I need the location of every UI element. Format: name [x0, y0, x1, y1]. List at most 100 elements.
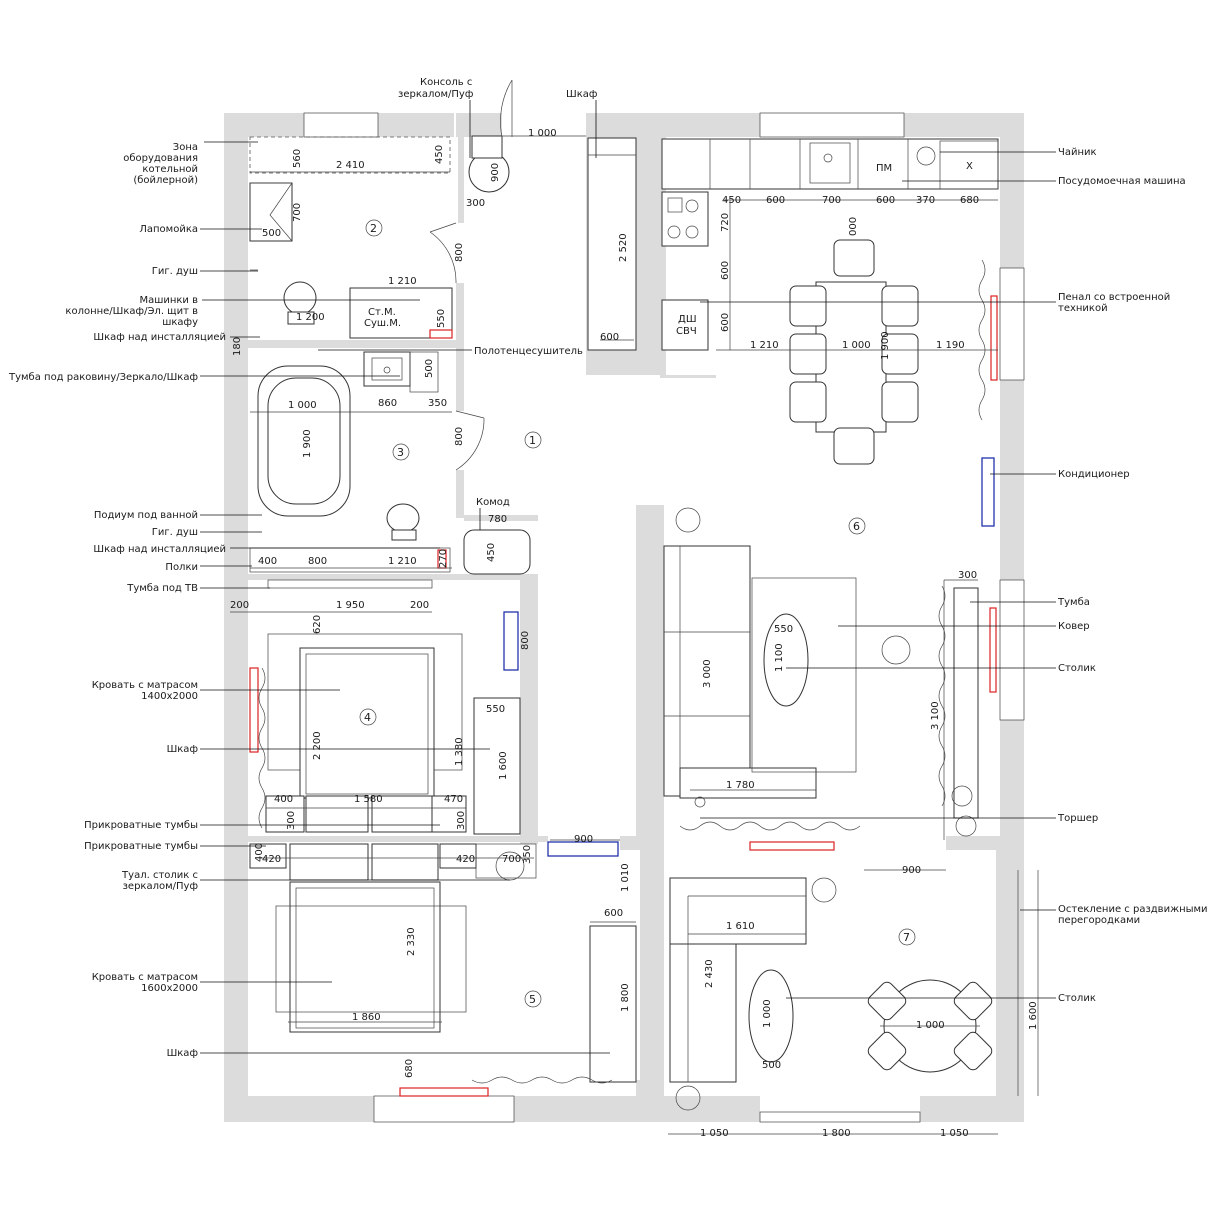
label-boiler-zone: оборудования	[123, 153, 198, 164]
label-bedside: Прикроватные тумбы	[84, 841, 198, 852]
svg-text:600: 600	[720, 261, 731, 280]
label-carpet: Ковер	[1058, 621, 1090, 632]
hall-1	[429, 79, 637, 575]
svg-text:700: 700	[292, 203, 303, 222]
svg-text:ПМ: ПМ	[876, 163, 892, 174]
svg-text:270: 270	[438, 549, 449, 568]
label-bed-1600: Кровать с матрасом	[92, 972, 198, 983]
svg-text:2 520: 2 520	[618, 233, 629, 262]
label-pencil-case: Пенал со встроенной	[1058, 292, 1170, 303]
svg-text:700: 700	[502, 854, 521, 865]
svg-text:2 410: 2 410	[336, 160, 365, 171]
svg-text:180: 180	[232, 337, 243, 356]
svg-text:860: 860	[378, 398, 397, 409]
living-6	[663, 507, 997, 851]
label-shelves: Полки	[165, 562, 198, 573]
svg-text:450: 450	[434, 145, 445, 164]
svg-text:1 900: 1 900	[302, 429, 313, 458]
svg-text:470: 470	[444, 794, 463, 805]
label-bed-1400: 1400х2000	[141, 691, 198, 702]
svg-text:1 860: 1 860	[352, 1012, 381, 1023]
svg-text:500: 500	[262, 228, 281, 239]
svg-text:1 200: 1 200	[296, 312, 325, 323]
svg-text:560: 560	[292, 149, 303, 168]
label-lapomoyka: Лапомойка	[139, 224, 198, 235]
label-pencil-case: техникой	[1058, 303, 1108, 314]
label-dressing-table: Туал. столик с	[121, 870, 198, 881]
label-boiler-zone: (бойлерной)	[133, 175, 198, 186]
svg-text:450: 450	[486, 543, 497, 562]
svg-text:X: X	[966, 161, 973, 172]
windows	[303, 112, 1025, 1123]
svg-text:720: 720	[720, 213, 731, 232]
svg-text:550: 550	[486, 704, 505, 715]
svg-text:1 100: 1 100	[774, 643, 785, 672]
svg-text:600: 600	[720, 313, 731, 332]
kitchen: ПМ X ДШ СВЧ	[661, 138, 999, 527]
room-number: 3	[397, 446, 404, 459]
label-machines: колонне/Шкаф/Эл. щит в	[65, 306, 198, 317]
svg-text:400: 400	[274, 794, 293, 805]
top-labels: Консоль с зеркалом/Пуф Шкаф Полотенцесуш…	[398, 77, 597, 508]
room-number: 1	[529, 434, 536, 447]
svg-text:200: 200	[230, 600, 249, 611]
label-machines: шкафу	[162, 317, 198, 328]
svg-text:800: 800	[308, 556, 327, 567]
label-cabinet-install: Шкаф над инсталляцией	[93, 544, 226, 555]
label-dressing-table: зеркалом/Пуф	[123, 881, 198, 892]
svg-text:400: 400	[258, 556, 277, 567]
right-labels: Чайник Посудомоечная машина Пенал со вст…	[1057, 147, 1207, 1004]
svg-text:1 210: 1 210	[750, 340, 779, 351]
room-number: 6	[853, 520, 860, 533]
svg-text:1 780: 1 780	[726, 780, 755, 791]
dimension-texts: 1 000 2 410 300 500 1 210 1 200 1 000 86…	[230, 128, 979, 1139]
svg-text:1 210: 1 210	[388, 276, 417, 287]
label-bath-podium: Подиум под ванной	[94, 510, 198, 521]
svg-text:600: 600	[876, 195, 895, 206]
room-number: 7	[903, 931, 910, 944]
svg-text:300: 300	[286, 811, 297, 830]
svg-text:500: 500	[424, 359, 435, 378]
svg-text:300: 300	[456, 811, 467, 830]
label-bed-1600: 1600х2000	[141, 983, 198, 994]
dimension-texts-vertical: 560 450 900 700 800 550 180 500 1 900 80…	[232, 145, 1039, 1078]
svg-text:800: 800	[454, 243, 465, 262]
label-stand: Тумба	[1057, 597, 1090, 608]
svg-text:600: 600	[604, 908, 623, 919]
label-sink-cabinet: Тумба под раковину/Зеркало/Шкаф	[8, 372, 198, 383]
svg-text:Суш.М.: Суш.М.	[364, 318, 401, 329]
label-table-balcony: Столик	[1058, 993, 1096, 1004]
label-console: Консоль с	[420, 77, 472, 88]
svg-text:300: 300	[958, 570, 977, 581]
svg-text:900: 900	[902, 865, 921, 876]
label-glazing: Остекление с раздвижными	[1058, 904, 1207, 915]
svg-text:Ст.М.: Ст.М.	[368, 307, 396, 318]
svg-text:450: 450	[722, 195, 741, 206]
svg-text:600: 600	[600, 332, 619, 343]
bedroom-4	[249, 579, 521, 835]
label-conditioner: Кондиционер	[1058, 469, 1130, 480]
svg-text:550: 550	[774, 624, 793, 635]
svg-text:1 600: 1 600	[498, 751, 509, 780]
label-tv-stand: Тумба под ТВ	[126, 583, 198, 594]
svg-text:500: 500	[762, 1060, 781, 1071]
label-bedside: Прикроватные тумбы	[84, 820, 198, 831]
label-floor-lamp: Торшер	[1057, 813, 1098, 824]
label-chest: Комод	[476, 497, 510, 508]
svg-text:900: 900	[574, 834, 593, 845]
label-wardrobe: Шкаф	[167, 1048, 198, 1059]
svg-text:2 330: 2 330	[406, 927, 417, 956]
svg-text:СВЧ: СВЧ	[676, 326, 697, 337]
label-kettle: Чайник	[1058, 147, 1097, 158]
svg-text:1 800: 1 800	[620, 983, 631, 1012]
svg-text:3 000: 3 000	[702, 659, 713, 688]
svg-text:1 000: 1 000	[916, 1020, 945, 1031]
leader-lines	[200, 100, 1056, 1054]
svg-text:620: 620	[312, 615, 323, 634]
svg-text:1 800: 1 800	[822, 1128, 851, 1139]
svg-text:ДШ: ДШ	[678, 314, 697, 325]
svg-text:1 050: 1 050	[940, 1128, 969, 1139]
label-glazing: перегородками	[1058, 915, 1140, 926]
label-machines: Машинки в	[139, 295, 198, 306]
room-numbers: 1 2 3 4 5 6 7	[359, 219, 916, 1008]
